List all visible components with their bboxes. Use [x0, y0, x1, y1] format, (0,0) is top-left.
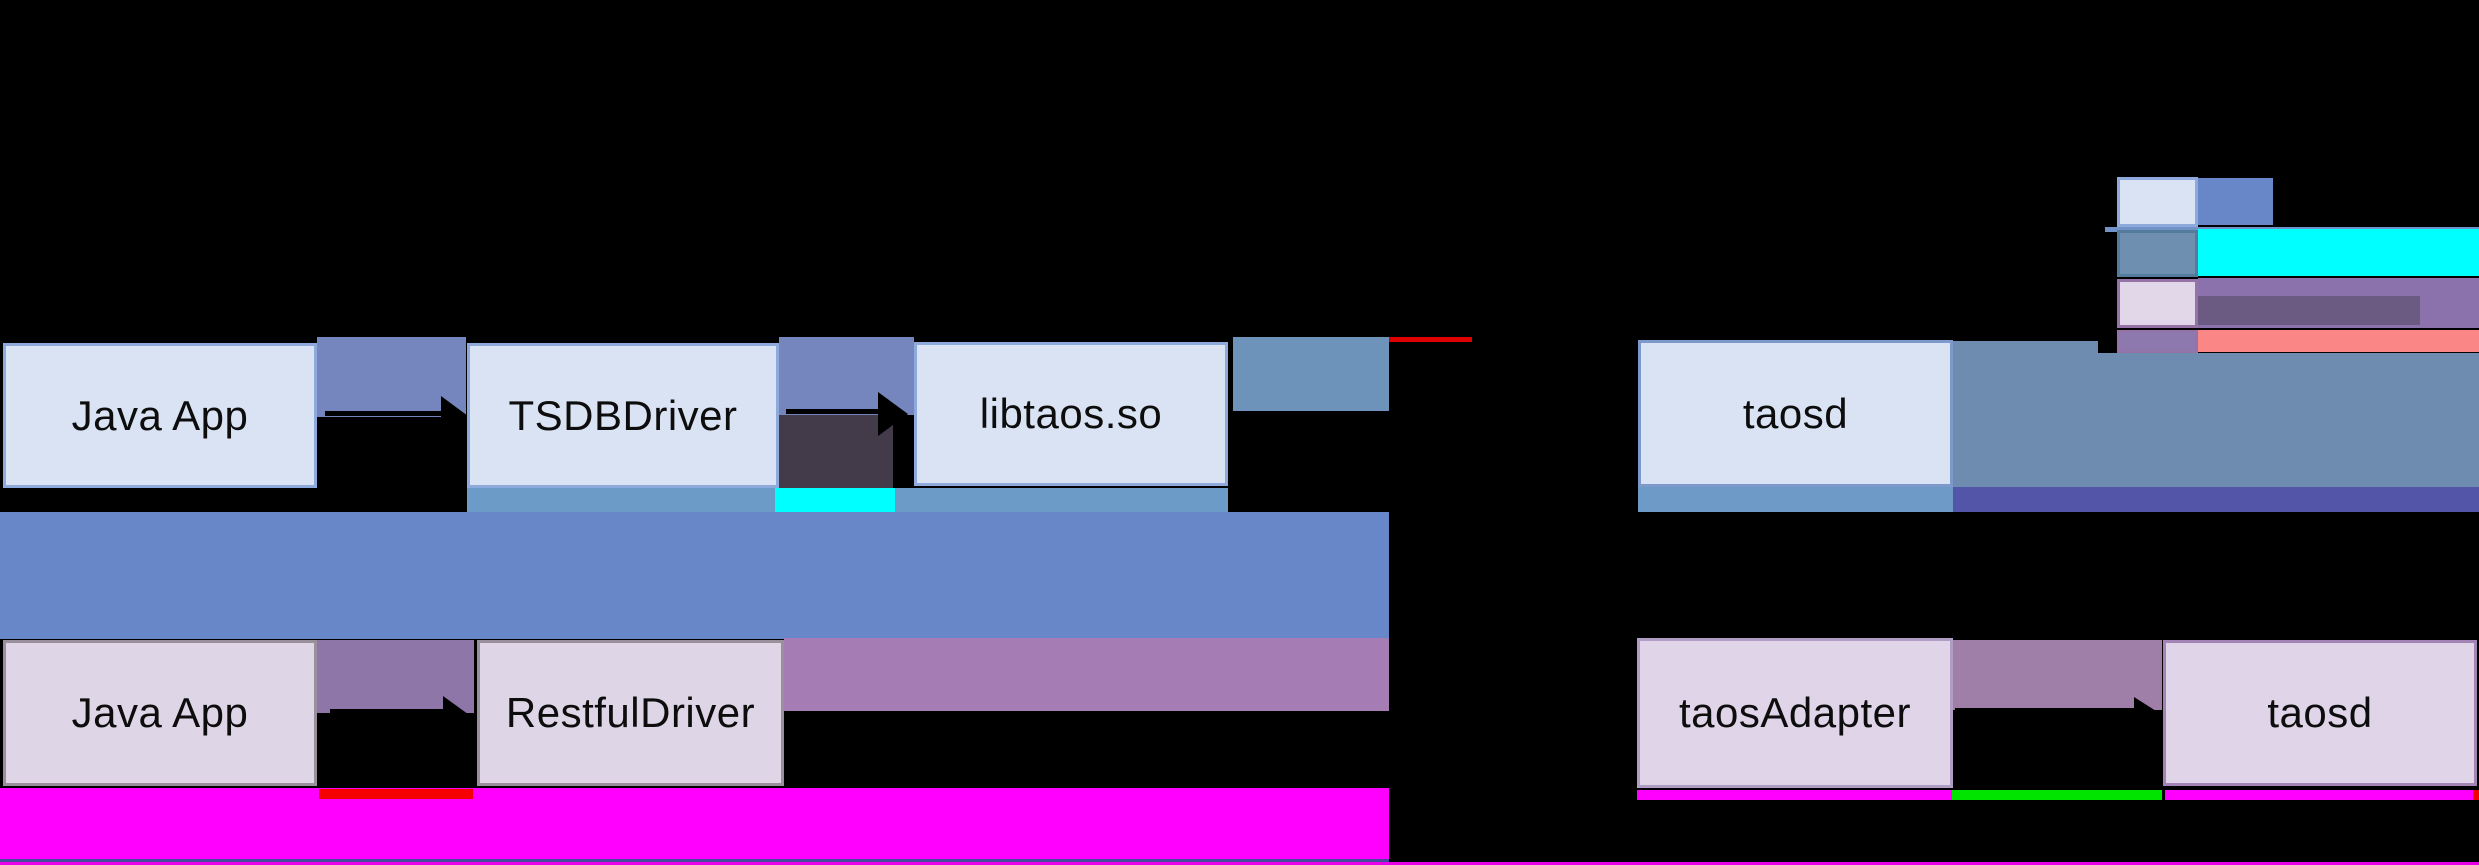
legend-swatch-3 [2117, 279, 2198, 328]
legend-swatch-4 [2117, 330, 2198, 353]
magenta-strip-taosadapter [1637, 790, 1952, 800]
rest-purple-band [784, 638, 1389, 711]
navy-bottom-line [0, 859, 1389, 863]
node-taosd-jni-label: taosd [1742, 389, 1849, 437]
rest-arrow-1-head-icon [443, 696, 472, 738]
node-libtaos-label: libtaos.so [979, 390, 1163, 437]
node-restfuldriver: RestfulDriver [477, 640, 784, 786]
jni-network-block [1233, 337, 1389, 411]
bottom-magenta-line [0, 862, 2479, 865]
node-java-app-rest-label: Java App [71, 689, 249, 736]
green-highlight-strip [1952, 790, 2162, 800]
node-taosd-rest: taosd [2163, 640, 2477, 786]
taosd-under-strip [1638, 487, 1953, 512]
rest-arrow-1-line [330, 709, 450, 715]
legend-highlight-4 [2198, 330, 2479, 352]
node-java-app-rest: Java App [3, 640, 317, 786]
jni-arrow-1-line [325, 411, 450, 416]
legend-swatch-1 [2117, 177, 2198, 227]
rest-arrow-2-head-icon [2134, 697, 2164, 735]
server-steel-block [1953, 353, 2479, 487]
rest-arrow-2-line [1955, 708, 2140, 714]
node-taosd-rest-label: taosd [2267, 689, 2373, 736]
node-java-app-jni: Java App [3, 343, 317, 488]
magenta-band [0, 788, 1389, 859]
legend-highlight-2 [2198, 229, 2479, 276]
rest-mauve-band [1953, 640, 2162, 710]
jni-arrow-3-head-icon [1616, 402, 1640, 428]
node-taosadapter-label: taosAdapter [1679, 689, 1911, 736]
node-java-app-jni-label: Java App [71, 391, 249, 439]
cyan-highlight-strip [775, 488, 895, 512]
jni-arrow-2-head-icon [878, 392, 908, 436]
node-libtaos: libtaos.so [914, 342, 1228, 486]
server-steel-block-upper [1953, 341, 2098, 354]
blue-band [0, 512, 1389, 639]
node-tsdbdriver: TSDBDriver [467, 343, 779, 488]
red-dash [1389, 337, 1472, 342]
rest-arrow-0-head-icon [1614, 702, 1638, 728]
legend-swatch-2 [2117, 230, 2198, 277]
legend-highlight-3-dark [2198, 296, 2420, 325]
node-tsdbdriver-label: TSDBDriver [508, 391, 738, 439]
jni-arrow-2-line [786, 409, 886, 414]
node-taosd-jni: taosd [1638, 340, 1953, 487]
magenta-strip-taosd [2165, 790, 2473, 800]
node-taosadapter: taosAdapter [1637, 638, 1953, 788]
legend-highlight-1 [2198, 178, 2273, 225]
jni-connector-2-dark-block [773, 415, 893, 488]
node-restfuldriver-label: RestfulDriver [505, 689, 756, 736]
red-sliver-right [2473, 790, 2479, 800]
red-highlight-strip [319, 789, 473, 799]
server-indigo-strip [1953, 487, 2479, 512]
jni-arrow-1-head-icon [441, 396, 468, 436]
